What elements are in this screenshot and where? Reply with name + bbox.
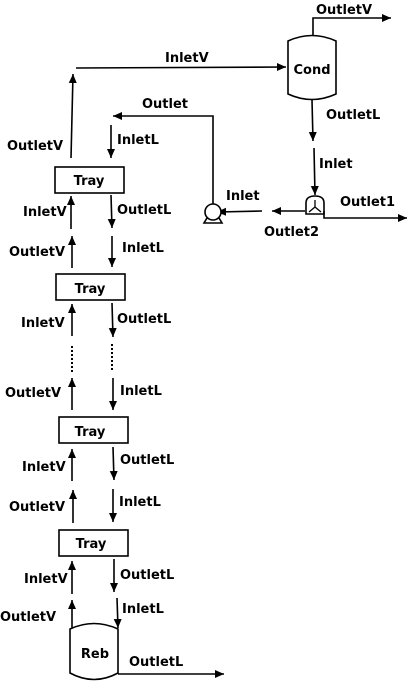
tray2-outletl-label: OutletL [117,312,171,327]
tray1-outletl-stream [107,194,116,229]
tray1-outletv-stream [68,73,77,159]
tray1-outletl-label: OutletL [117,203,171,218]
tray1-inletl-label: InletL [117,133,159,148]
tray3-outletv-label: OutletV [5,386,61,401]
tray4-outletv-label: OutletV [9,500,65,515]
reboiler[interactable]: Reb [69,622,119,681]
tray2-label: Tray [75,282,106,297]
reboiler-outletl-label: OutletL [129,655,183,670]
condenser-inletv-stream [75,63,287,72]
reboiler-label: Reb [81,647,109,662]
splitter-inlet-stream [310,147,319,196]
tray3-outletl-stream [109,446,118,481]
reboiler-inletl-stream [113,597,122,629]
tray1[interactable]: Tray [54,166,125,194]
tray1-outletv-label: OutletV [7,139,63,154]
pump-casing [204,203,222,221]
tray3-inletv-label: InletV [22,460,66,475]
condenser-label: Cond [293,63,330,78]
tray3[interactable]: Tray [58,416,129,444]
tray2-inletv-label: InletV [21,316,65,331]
tray4-inletl-label: InletL [119,495,161,510]
tray1-label: Tray [74,174,105,189]
pump-base [202,217,224,224]
tray4[interactable]: Tray [58,529,129,557]
splitter-symbol [308,200,322,213]
condenser[interactable]: Cond [287,34,337,101]
reboiler-inletl-label: InletL [122,602,164,617]
condenser-inletv-label: InletV [165,51,209,66]
tray2-outletl-stream [108,302,117,338]
splitter-outlet1-stream [323,211,407,222]
tray1-box [54,166,125,194]
reboiler-vessel [69,622,119,681]
tray2-outletv-label: OutletV [9,245,65,260]
condenser-vessel [287,34,337,101]
tray2-inletl-label: InletL [122,241,164,256]
pump-inlet-stream [216,207,263,216]
tray4-outletl-label: OutletL [120,568,174,583]
splitter-inlet-label: Inlet [319,157,353,172]
pump[interactable] [202,203,224,224]
tray2[interactable]: Tray [55,273,126,301]
reboiler-outletv-label: OutletV [0,610,56,625]
condenser-outletv-label: OutletV [316,3,372,18]
tray4-inletv-label: InletV [24,572,68,587]
pump-inlet-label: Inlet [226,189,260,204]
tray2-box [55,273,126,301]
tray3-inletl-label: InletL [120,384,162,399]
splitter-outlet2-label: Outlet2 [264,225,319,240]
pump-outlet-stream [113,112,214,204]
tray3-outletl-label: OutletL [120,453,174,468]
condenser-outletl-stream [308,99,317,142]
tray3-label: Tray [75,425,106,440]
tray1-inletv-label: InletV [23,205,67,220]
tray3-box [58,416,129,444]
splitter[interactable] [305,195,325,215]
condenser-outletl-label: OutletL [326,108,380,123]
splitter-outlet1-label: Outlet1 [340,195,395,210]
tray4-box [58,529,129,557]
condenser-outletv-stream [312,14,391,36]
pump-outlet-label: Outlet [142,97,188,112]
tray4-label: Tray [76,537,107,552]
